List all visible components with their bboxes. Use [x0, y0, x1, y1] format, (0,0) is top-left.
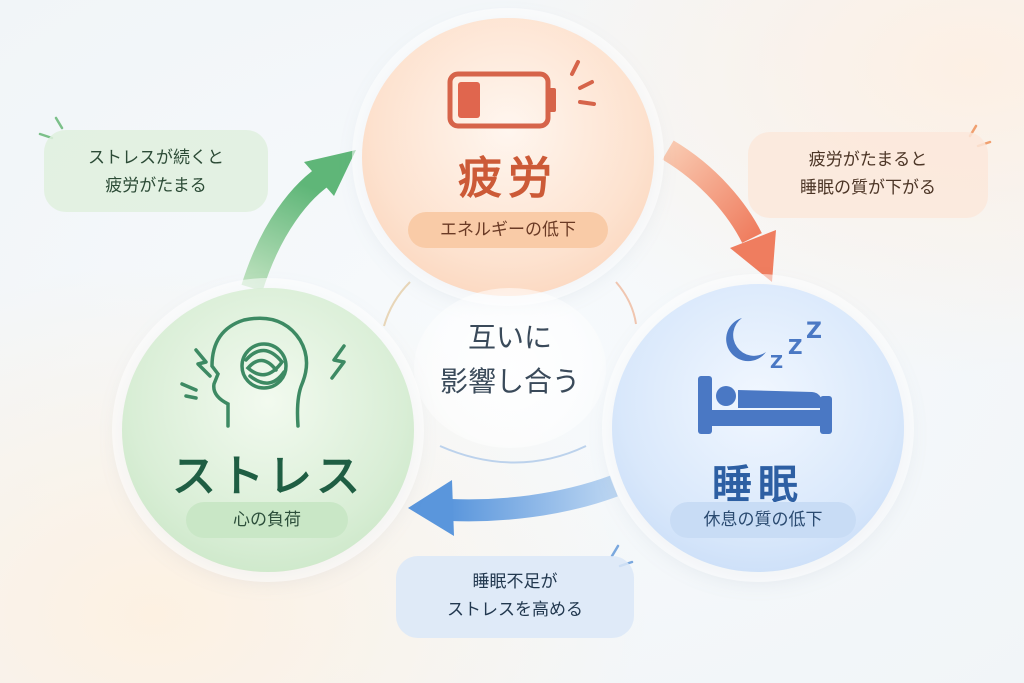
svg-text:Z: Z — [770, 352, 783, 373]
arrow-head-blue — [408, 480, 454, 536]
stressed-head-icon — [180, 316, 346, 428]
callout-line: 睡眠不足が — [472, 572, 558, 592]
callout-stress-to-fatigue: ストレスが続くと 疲労がたまる — [44, 130, 268, 212]
sleeping-bed-icon: Z Z Z — [698, 318, 832, 434]
low-battery-icon — [447, 60, 596, 129]
arrow-head-orange — [730, 230, 776, 282]
arrow-head-green — [304, 150, 356, 196]
node-fatigue-title: 疲労 — [458, 153, 558, 204]
callout-line: ストレスを高める — [447, 600, 583, 620]
arrow-fatigue-to-sleep — [662, 140, 762, 244]
node-stress-title: ストレス — [172, 451, 364, 502]
node-stress-subtitle: 心の負荷 — [186, 502, 348, 538]
svg-text:Z: Z — [788, 335, 803, 359]
callout-line: ストレスが続くと — [88, 148, 224, 168]
center-hub — [414, 288, 606, 448]
node-fatigue — [362, 18, 654, 296]
center-label: 互いに 影響し合う — [414, 316, 606, 404]
svg-text:Z: Z — [806, 319, 822, 344]
center-label-line2: 影響し合う — [439, 365, 580, 398]
node-sleep-subtitle: 休息の質の低下 — [670, 502, 856, 538]
center-label-line1: 互いに — [467, 321, 552, 354]
callout-fatigue-to-sleep: 疲労がたまると 睡眠の質が下がる — [748, 132, 988, 218]
callout-line: 疲労がたまると — [808, 150, 928, 170]
arrow-sleep-to-stress — [449, 475, 618, 522]
callout-line: 疲労がたまる — [105, 176, 207, 196]
node-sleep-title: 睡眠 — [712, 461, 804, 508]
node-fatigue-subtitle: エネルギーの低下 — [408, 212, 608, 248]
callout-line: 睡眠の質が下がる — [800, 178, 936, 198]
callout-sleep-to-stress: 睡眠不足が ストレスを高める — [396, 556, 634, 638]
